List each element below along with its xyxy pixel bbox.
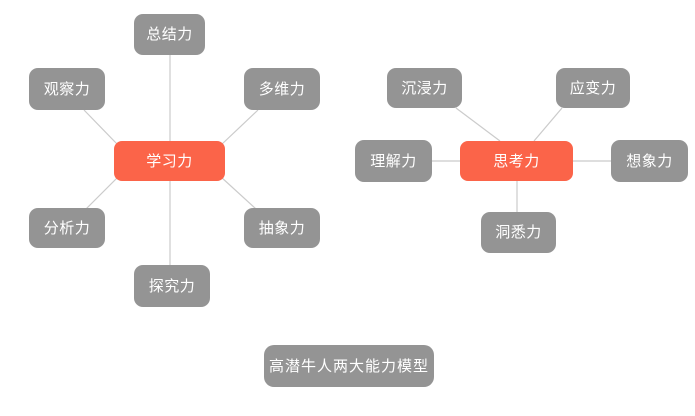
connector-line xyxy=(220,176,257,210)
leaf-node-learning-1[interactable]: 观察力 xyxy=(29,68,105,110)
leaf-node-learning-4[interactable]: 抽象力 xyxy=(244,208,320,248)
hub-node-learning-label: 学习力 xyxy=(146,152,193,170)
leaf-node-thinking-1[interactable]: 应变力 xyxy=(556,68,630,108)
leaf-node-thinking-0[interactable]: 沉浸力 xyxy=(387,68,462,108)
leaf-node-learning-3[interactable]: 分析力 xyxy=(29,208,105,248)
leaf-node-thinking-2-label: 理解力 xyxy=(370,152,417,170)
leaf-node-learning-2[interactable]: 多维力 xyxy=(244,68,320,110)
leaf-node-learning-0-label: 总结力 xyxy=(146,26,193,43)
leaf-node-learning-5-label: 探究力 xyxy=(148,277,196,295)
hub-node-thinking[interactable]: 思考力 xyxy=(460,141,573,181)
leaf-node-learning-0[interactable]: 总结力 xyxy=(134,14,205,55)
leaf-node-learning-1-label: 观察力 xyxy=(43,80,91,98)
connector-line xyxy=(85,176,119,210)
connector-line xyxy=(533,107,563,142)
leaf-node-learning-3-label: 分析力 xyxy=(43,219,91,237)
hub-node-learning[interactable]: 学习力 xyxy=(114,141,225,181)
connector-line xyxy=(83,109,119,146)
hub-node-thinking-label: 思考力 xyxy=(493,152,540,170)
leaf-node-learning-4-label: 抽象力 xyxy=(258,219,306,237)
diagram-caption[interactable]: 高潜牛人两大能力模型 xyxy=(264,345,434,387)
leaf-node-thinking-1-label: 应变力 xyxy=(569,79,617,97)
leaf-node-learning-2-label: 多维力 xyxy=(258,80,306,98)
leaf-node-thinking-3[interactable]: 想象力 xyxy=(611,140,688,182)
leaf-node-thinking-3-label: 想象力 xyxy=(626,152,673,170)
leaf-node-thinking-0-label: 沉浸力 xyxy=(401,79,448,97)
leaf-node-thinking-4[interactable]: 洞悉力 xyxy=(481,212,556,253)
leaf-node-thinking-2[interactable]: 理解力 xyxy=(355,140,432,182)
connector-line xyxy=(220,109,259,146)
connector-line xyxy=(455,107,501,142)
diagram-caption-label: 高潜牛人两大能力模型 xyxy=(268,357,429,375)
leaf-node-learning-5[interactable]: 探究力 xyxy=(134,265,210,307)
leaf-node-thinking-4-label: 洞悉力 xyxy=(495,224,542,241)
